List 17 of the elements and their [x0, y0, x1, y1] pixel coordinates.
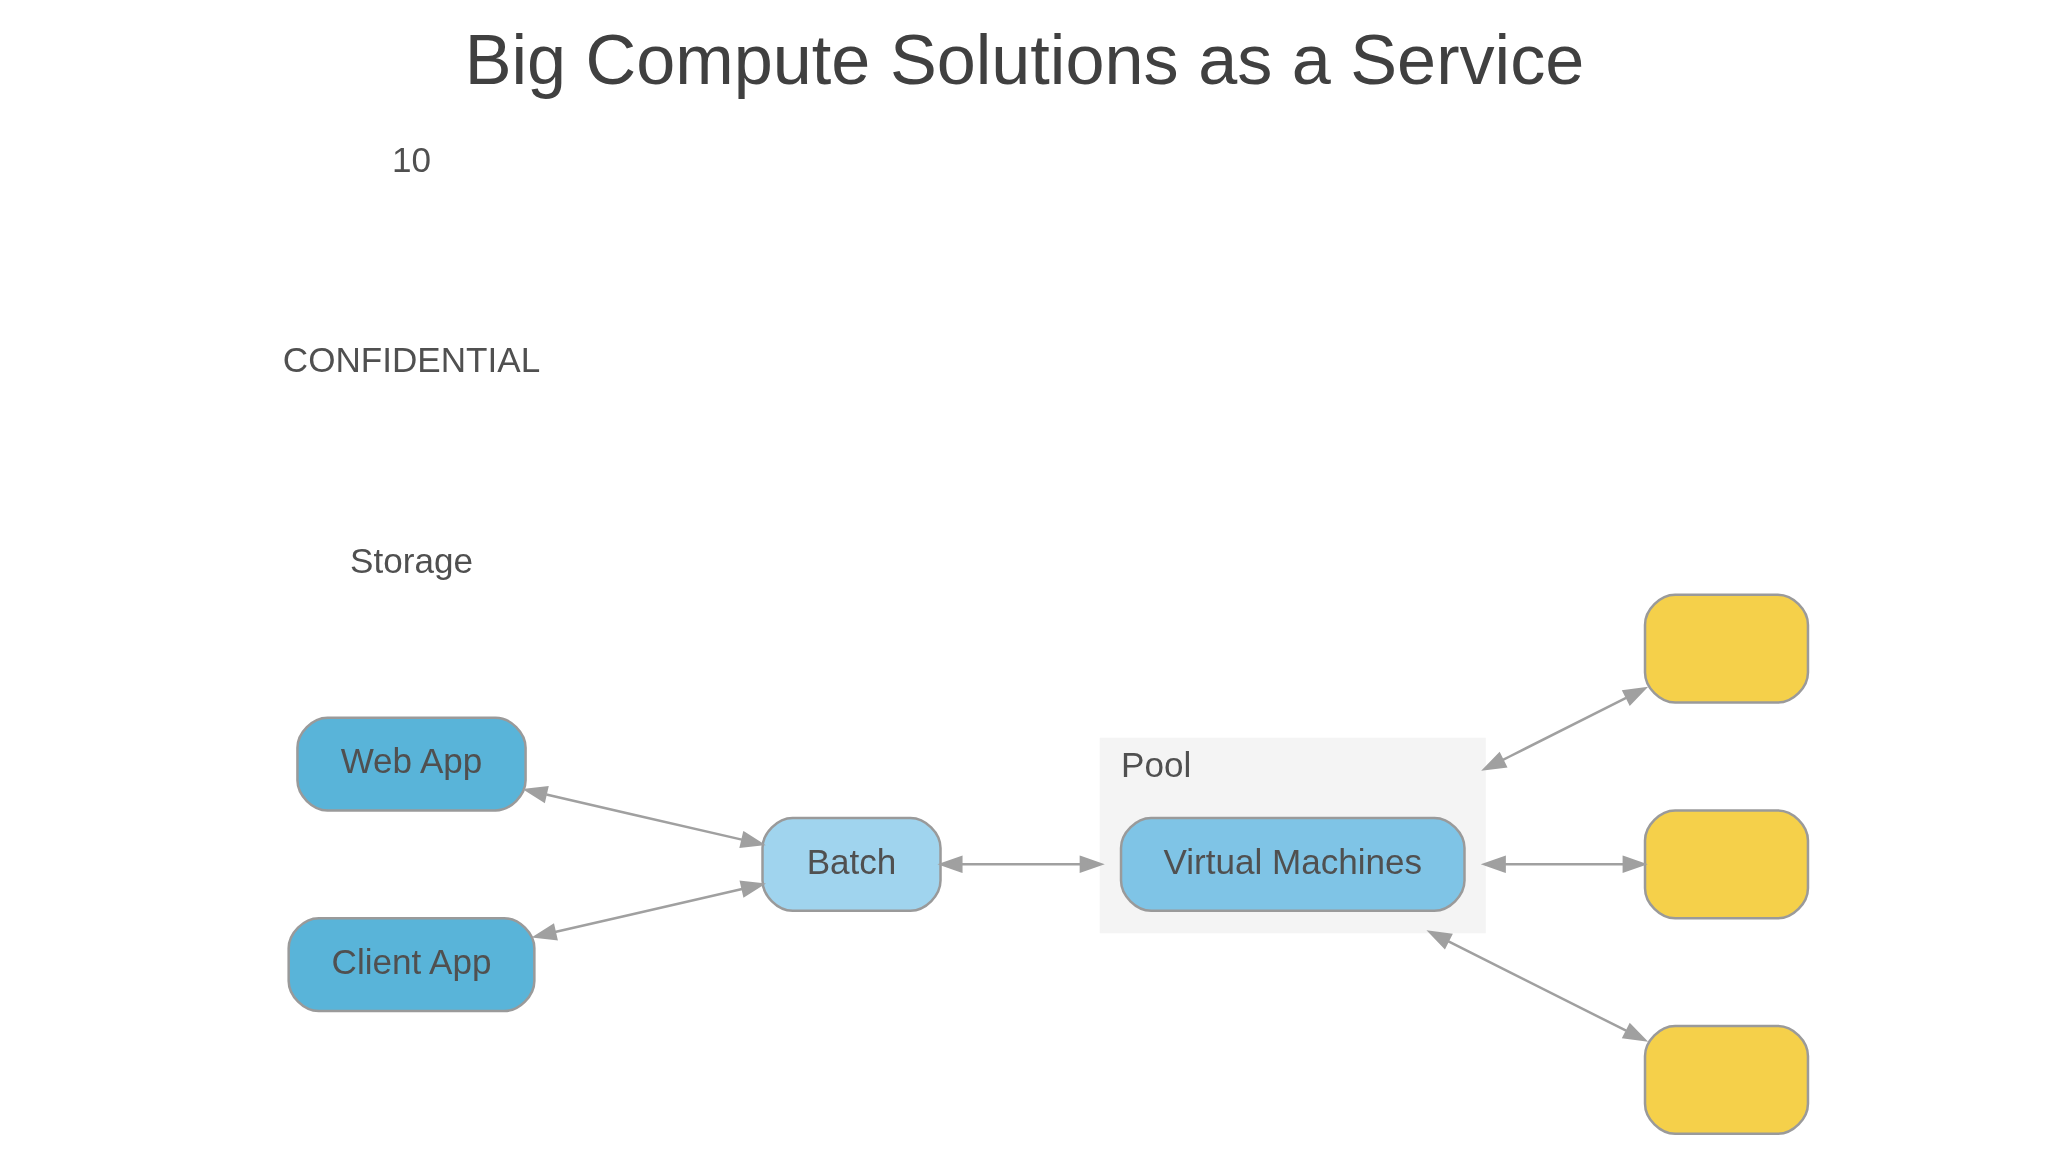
node-box: Batch [760, 816, 942, 912]
arrow [1480, 686, 1648, 771]
arrow [531, 880, 766, 941]
node-box: Client App [286, 916, 536, 1013]
node-box [1643, 593, 1809, 704]
node-box: Virtual Machines [1119, 816, 1466, 912]
arrow [1425, 930, 1648, 1042]
label: Storage [349, 540, 473, 580]
arrow [1480, 855, 1648, 874]
label: CONFIDENTIAL [282, 340, 540, 380]
arrow [521, 786, 766, 849]
arrow [936, 855, 1105, 874]
diagram-title: Big Compute Solutions as a Service [464, 20, 1584, 100]
node-box [1643, 809, 1809, 920]
label: 10 [391, 139, 431, 179]
node-box [1643, 1024, 1809, 1136]
node-box: Web App [295, 716, 527, 812]
